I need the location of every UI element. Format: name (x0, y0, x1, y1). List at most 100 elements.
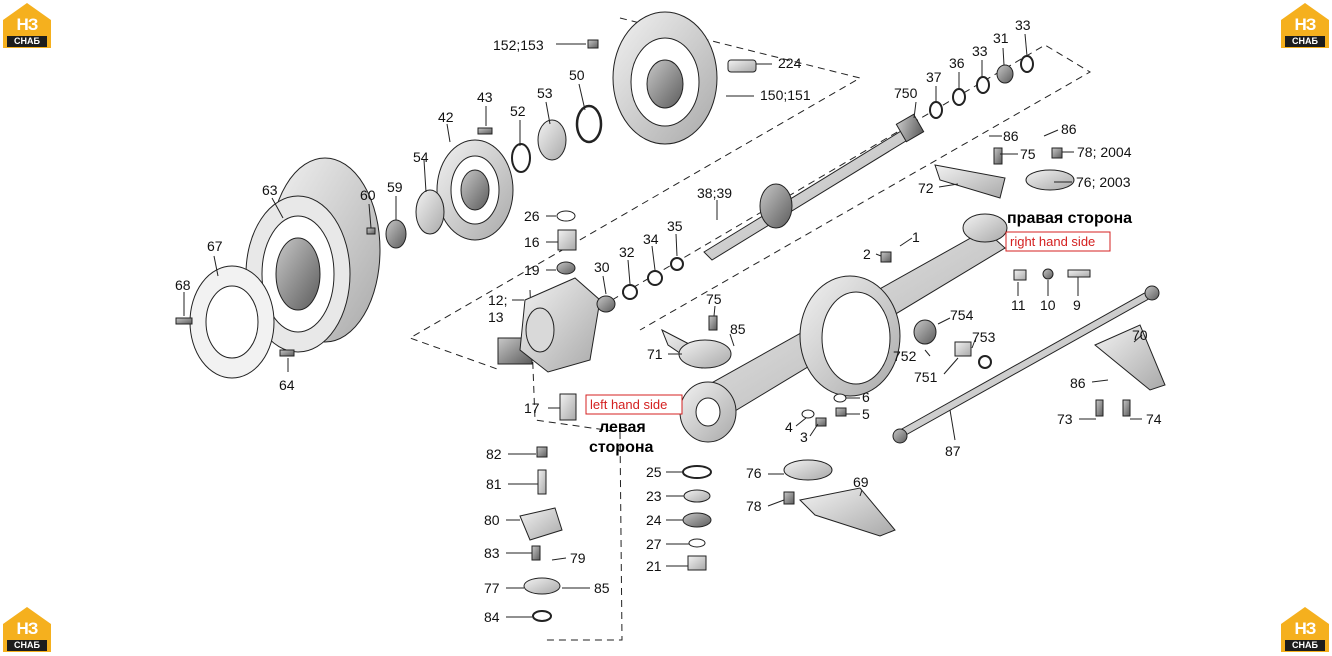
bolt-81 (537, 469, 547, 495)
bolt-78b (783, 491, 795, 505)
ring-36 (952, 88, 966, 106)
bearing-54 (415, 189, 445, 235)
part-label: 42 (438, 109, 454, 125)
part-label: 34 (643, 231, 659, 247)
ring-26 (556, 210, 576, 222)
drum-plate (189, 265, 275, 379)
nut-31 (996, 64, 1014, 84)
bolt-74 (1122, 399, 1131, 417)
part-label: 25 (646, 464, 662, 480)
ring-25 (682, 465, 712, 479)
caption-left-en: left hand side (590, 397, 667, 412)
part-label: 85 (594, 580, 610, 596)
logo-top-right: НЗ СНАБ (1280, 2, 1330, 48)
bearing-53 (537, 119, 567, 161)
part-label: 81 (486, 476, 502, 492)
logo-bottom-left: НЗ СНАБ (2, 606, 52, 652)
ring-37 (929, 101, 943, 119)
bearing-21 (687, 555, 707, 571)
part-label: 9 (1073, 297, 1081, 313)
part-label: 35 (667, 218, 683, 234)
logo-brand: НЗ (1294, 15, 1317, 34)
part-label: 75 (706, 291, 722, 307)
part-label: 79 (570, 550, 586, 566)
plug-5 (835, 407, 847, 417)
ring-4 (801, 409, 815, 419)
ring-24 (682, 512, 712, 528)
plate-71 (678, 339, 732, 369)
part-label: 76 (746, 465, 762, 481)
part-label: 76; 2003 (1076, 174, 1131, 190)
part-label: 60 (360, 187, 376, 203)
part-label: 70 (1132, 327, 1148, 343)
cap-76 (1025, 169, 1075, 191)
bolt-9 (1067, 269, 1091, 278)
ring-33b (1020, 55, 1034, 73)
part-label: 751 (914, 369, 938, 385)
part-label: 23 (646, 488, 662, 504)
bolt-78 (1051, 147, 1063, 159)
ring-753 (978, 355, 992, 369)
logo-sub: СНАБ (7, 640, 47, 651)
part-label: 63 (262, 182, 278, 198)
seal-754 (913, 319, 937, 345)
part-label: 152;153 (493, 37, 544, 53)
cap-77 (523, 577, 561, 595)
part-label: 87 (945, 443, 961, 459)
ring-34 (647, 270, 663, 286)
part-label: 19 (524, 262, 540, 278)
ring-84 (532, 610, 552, 622)
part-11 (1013, 269, 1027, 281)
part-label: 68 (175, 277, 191, 293)
bolt-82 (536, 446, 548, 458)
logo-brand: НЗ (16, 619, 39, 638)
part-label: 82 (486, 446, 502, 462)
bushing-17 (559, 393, 577, 421)
part-label: 86 (1061, 121, 1077, 137)
part-label: 52 (510, 103, 526, 119)
pin-83 (531, 545, 541, 561)
plug-2 (880, 251, 892, 263)
axle-housing (679, 213, 1008, 443)
ring-52 (511, 143, 531, 173)
bolt-75a (993, 147, 1003, 165)
tie-rod (892, 285, 1160, 444)
part-label: 30 (594, 259, 610, 275)
cam-224 (727, 59, 757, 73)
side-captions: правая сторона right hand side left hand… (585, 210, 1132, 456)
caption-right-ru: правая сторона (1007, 210, 1132, 227)
part-label: 10 (1040, 297, 1056, 313)
part-label: 53 (537, 85, 553, 101)
part-label: 36 (949, 55, 965, 71)
seal-30 (596, 295, 616, 313)
part-label: 86 (1070, 375, 1086, 391)
part-label: 43 (477, 89, 493, 105)
wheel-hub (436, 139, 514, 241)
bolt-68 (175, 317, 193, 325)
ring-33a (976, 76, 990, 94)
part-label: 75 (1020, 146, 1036, 162)
logo-sub: СНАБ (1285, 36, 1325, 47)
part-label: 77 (484, 580, 500, 596)
ring-6 (833, 393, 847, 403)
caption-left-ru-2: сторона (589, 439, 654, 456)
part-label: 69 (853, 474, 869, 490)
part-label: 31 (993, 30, 1009, 46)
part-label: 224 (778, 55, 802, 71)
logo-brand: НЗ (1294, 619, 1317, 638)
steering-arm-69 (798, 487, 896, 537)
bolt-75b (708, 315, 718, 331)
bolt-43 (477, 127, 493, 135)
part-label: 80 (484, 512, 500, 528)
part-label: 73 (1057, 411, 1073, 427)
part-label: 33 (1015, 17, 1031, 33)
logo-sub: СНАБ (1285, 640, 1325, 651)
screw-60 (366, 227, 376, 235)
plug-3 (815, 417, 827, 427)
part-label: 3 (800, 429, 808, 445)
ring-27 (688, 538, 706, 548)
part-label: 5 (862, 406, 870, 422)
bolt-64 (279, 349, 295, 357)
part-label: 12; (488, 292, 507, 308)
